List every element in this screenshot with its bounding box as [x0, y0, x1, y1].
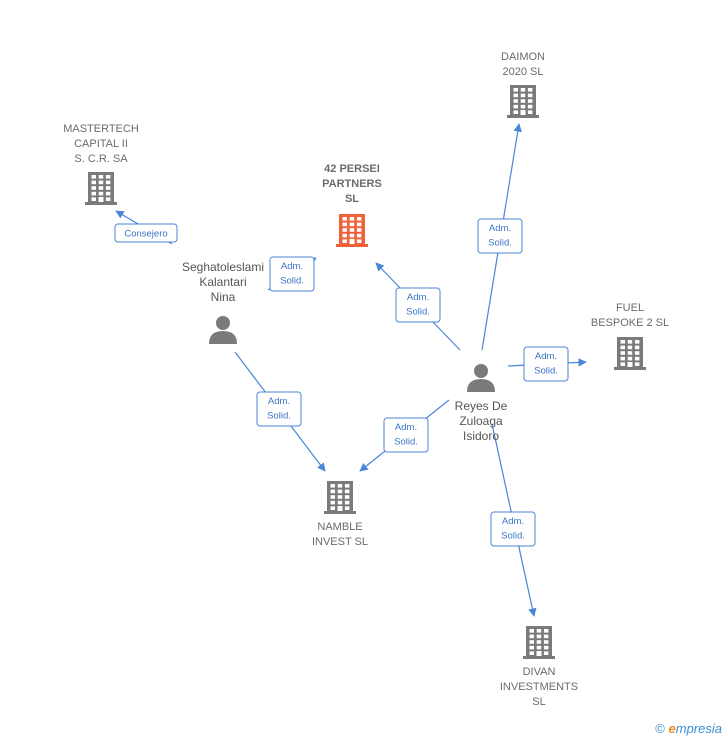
edge-reyes-divan: Adm. Solid. — [490, 423, 537, 617]
building-icon — [324, 481, 356, 514]
person-icon — [467, 364, 495, 392]
brand-name: mpresia — [675, 721, 722, 736]
edge-label-text: Adm. — [395, 422, 417, 433]
copyright-symbol: © — [655, 721, 665, 736]
edge-label-text: Adm. — [489, 223, 511, 234]
edge-seghatoleslami-mastertech: Consejero — [114, 210, 178, 245]
node-divan[interactable]: DIVAN INVESTMENTS SL — [500, 626, 578, 708]
edge-reyes-daimon: Adm. Solid. — [477, 123, 523, 351]
node-label: INVESTMENTS — [500, 681, 578, 693]
edge-label-box[interactable] — [383, 417, 429, 453]
edge-label-text: Adm. — [502, 516, 524, 527]
edge-reyes-namble: Adm. Solid. — [359, 399, 450, 472]
node-label: DIVAN — [523, 666, 556, 678]
edges-layer: ConsejeroAdm.Solid.Adm.Solid.Adm.Solid.A… — [114, 123, 587, 617]
node-label: Reyes De — [455, 399, 508, 413]
node-label: Zuloaga — [459, 414, 503, 428]
nodes-layer: MASTERTECH CAPITAL II S. C.R. SA 42 PERSEI P… — [63, 51, 669, 708]
edge-label-text: Adm. — [407, 292, 429, 303]
edge-label-text: Adm. — [535, 351, 557, 362]
node-label: 42 PERSEI — [324, 163, 380, 175]
node-label: Nina — [211, 290, 236, 304]
edge-seghatoleslami-persei: Adm. Solid. — [267, 256, 317, 292]
edge-label-text: Solid. — [501, 531, 525, 542]
node-label: CAPITAL II — [74, 138, 128, 150]
node-daimon[interactable]: DAIMON 2020 SL — [501, 51, 545, 118]
edge-label-text: Solid. — [406, 307, 430, 318]
building-icon — [336, 214, 368, 247]
edge-label-text: Solid. — [280, 276, 304, 287]
edge-label-box[interactable] — [523, 346, 569, 382]
edge-label-text: Adm. — [268, 396, 290, 407]
node-label: SL — [532, 696, 545, 708]
node-label: DAIMON — [501, 51, 545, 63]
edge-label-box[interactable] — [395, 287, 441, 323]
brand-initial: e — [668, 721, 676, 736]
person-icon — [209, 316, 237, 344]
node-label: Kalantari — [199, 275, 246, 289]
edge-label-box[interactable] — [269, 256, 315, 292]
node-label: PARTNERS — [322, 178, 382, 190]
edge-label-text: Solid. — [488, 238, 512, 249]
edge-label-text: Solid. — [394, 437, 418, 448]
building-icon — [614, 337, 646, 370]
edge-seghatoleslami-namble: Adm. Solid. — [234, 351, 326, 472]
node-label: BESPOKE 2 SL — [591, 317, 669, 329]
building-icon — [85, 172, 117, 205]
node-persei[interactable]: 42 PERSEI PARTNERS SL — [322, 163, 382, 247]
edge-reyes-fuel: Adm. Solid. — [507, 346, 587, 382]
node-label: 2020 SL — [503, 66, 544, 78]
building-icon — [523, 626, 555, 659]
edge-label-box[interactable] — [114, 223, 178, 243]
building-icon — [507, 85, 539, 118]
node-label: NAMBLE — [317, 521, 362, 533]
edge-label-box[interactable] — [256, 391, 302, 427]
edge-reyes-persei: Adm. Solid. — [375, 262, 461, 351]
node-namble[interactable]: NAMBLE INVEST SL — [312, 481, 368, 548]
edge-label-text: Solid. — [267, 411, 291, 422]
node-label: S. C.R. SA — [74, 153, 128, 165]
footer-brand: © empresia — [655, 721, 722, 736]
edge-label-text: Consejero — [124, 229, 167, 240]
edge-label-text: Adm. — [281, 261, 303, 272]
edge-label-text: Solid. — [534, 366, 558, 377]
node-label: MASTERTECH — [63, 123, 139, 135]
node-label: INVEST SL — [312, 536, 368, 548]
node-label: SL — [345, 193, 359, 205]
node-fuel[interactable]: FUEL BESPOKE 2 SL — [591, 302, 669, 370]
node-label: FUEL — [616, 302, 644, 314]
edge-label-box[interactable] — [490, 511, 536, 547]
node-label: Seghatoleslami — [182, 260, 264, 274]
node-mastertech[interactable]: MASTERTECH CAPITAL II S. C.R. SA — [63, 123, 139, 205]
node-label: Isidoro — [463, 429, 499, 443]
edge-label-box[interactable] — [477, 218, 523, 254]
